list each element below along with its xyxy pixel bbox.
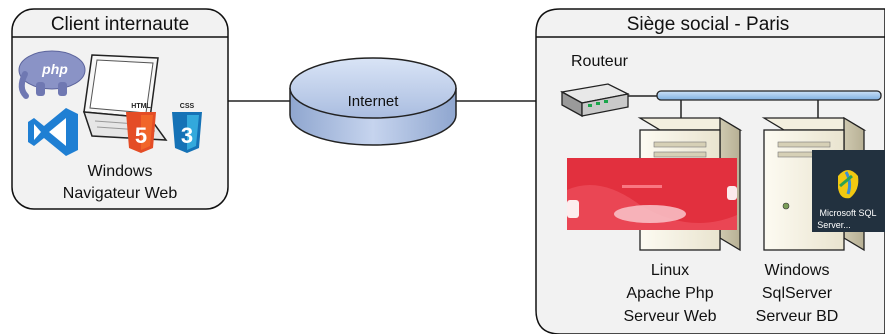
hq-title: Siège social - Paris xyxy=(627,14,790,35)
router-label: Routeur xyxy=(571,53,629,70)
client-browser-label: Navigateur Web xyxy=(63,185,178,202)
css-logo-label: CSS xyxy=(180,103,195,110)
svg-text:5: 5 xyxy=(135,123,147,148)
network-backbone xyxy=(656,90,882,101)
client-os-label: Windows xyxy=(88,163,153,180)
web-server-stack-label: Apache Php xyxy=(626,285,713,302)
web-app-thumbnail xyxy=(567,158,737,230)
html5-icon: HTML 5 xyxy=(126,103,156,153)
php-elephant-icon: php xyxy=(18,50,86,99)
html-logo-label: HTML xyxy=(131,103,151,110)
db-server-role-label: Serveur BD xyxy=(756,308,839,325)
internet-cloud-icon: Internet xyxy=(289,57,457,146)
web-server-role-label: Serveur Web xyxy=(623,308,716,325)
internet-label: Internet xyxy=(348,93,400,110)
svg-text:3: 3 xyxy=(181,123,193,148)
db-server-os-label: Windows xyxy=(765,262,830,279)
sql-logo-line1: Microsoft SQL xyxy=(819,208,876,218)
php-logo-text: php xyxy=(41,61,68,77)
router-icon xyxy=(560,83,630,118)
client-title: Client internaute xyxy=(51,14,189,35)
css3-icon: CSS 3 xyxy=(172,103,202,153)
web-server-os-label: Linux xyxy=(651,262,689,279)
sql-logo-line2: Server... xyxy=(817,220,851,230)
hq-panel: Siège social - Paris Routeur xyxy=(535,8,885,334)
vscode-icon xyxy=(28,108,78,156)
sql-server-logo: Microsoft SQL Server... xyxy=(812,150,885,232)
client-panel: Client internaute php HTML xyxy=(11,8,229,210)
db-server-engine-label: SqlServer xyxy=(762,285,833,302)
